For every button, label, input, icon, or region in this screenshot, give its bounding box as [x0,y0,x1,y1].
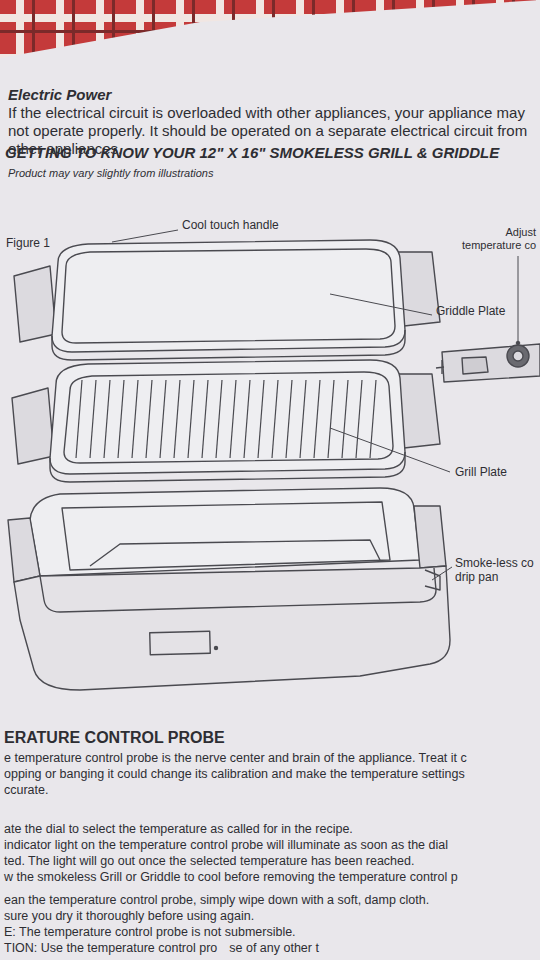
part-label: Grill Plate [455,465,507,479]
grill-rib [286,380,292,458]
grill-rib [76,380,82,458]
grill-rib [202,380,208,458]
grill-rib [272,380,278,458]
part-label: Smoke-less co drip pan [455,556,537,585]
grill-rib [146,380,152,458]
grill-rib [244,380,250,458]
grill-rib [160,380,166,458]
grill-rib [174,380,180,458]
grill-rib [356,380,362,458]
caution-text: se of any other t [229,941,319,956]
body-text: ccurate. [4,783,48,798]
section-heading: Electric Power [8,86,111,104]
grill-rib [300,380,306,458]
part-label: Griddle Plate [436,304,506,318]
leader-lines [112,230,520,580]
body-text: ted. The light will go out once the sele… [4,854,414,869]
body-text: sure you dry it thoroughly before using … [4,909,254,924]
caution-text: TION: Use the temperature control pro [4,941,217,956]
grill-rib [216,380,222,458]
grill-rib [314,380,320,458]
part-label: Cool touch handle [182,218,279,232]
body-text: e temperature control probe is the nerve… [4,751,467,766]
grill-rib [104,380,110,458]
grill-rib [90,380,96,458]
section-heading: ERATURE CONTROL PROBE [4,728,225,747]
temperature-probe [436,344,540,382]
base-housing [8,488,450,690]
body-text: If the electrical circuit is overloaded … [8,104,536,158]
body-text: indicator light on the temperature contr… [4,838,448,853]
note-text: Product may vary slightly from illustrat… [8,167,213,180]
grill-rib [342,380,348,458]
body-text: ean the temperature control probe, simpl… [4,893,429,908]
grill-rib [370,380,376,458]
body-text: w the smokeless Grill or Griddle to cool… [4,870,458,885]
body-text: opping or banging it could change its ca… [4,767,465,782]
grill-rib [132,380,138,458]
note-text: E: The temperature control probe is not … [4,925,296,940]
part-label: Adjust temperature co [452,226,536,252]
figure-label: Figure 1 [6,236,50,250]
grill-plate [12,360,440,482]
body-text: ate the dial to select the temperature a… [4,822,353,837]
grill-rib [118,380,124,458]
grill-rib [188,380,194,458]
grill-rib [258,380,264,458]
grill-rib [230,380,236,458]
griddle-plate [14,240,440,360]
grill-rib [328,380,334,458]
